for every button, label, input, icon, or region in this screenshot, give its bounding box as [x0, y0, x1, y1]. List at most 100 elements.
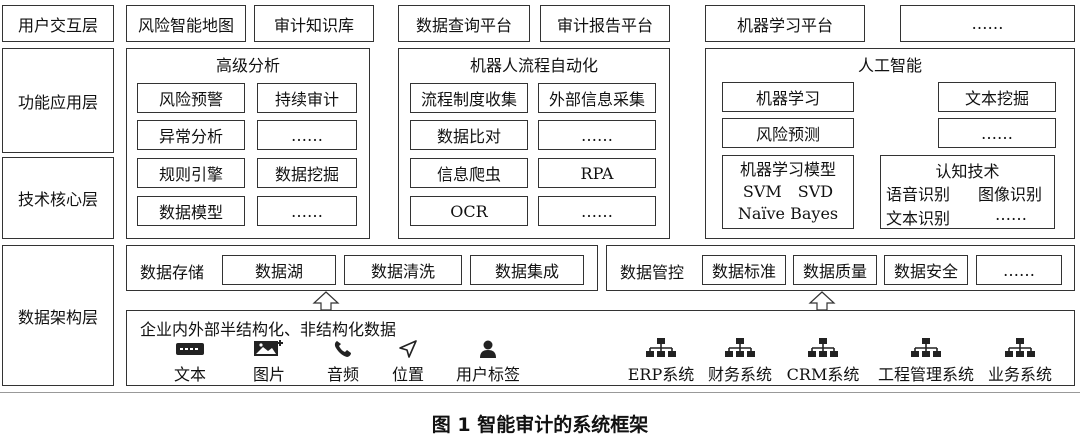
ai-panel	[705, 48, 1075, 239]
layer-data-label: 数据架构层	[17, 307, 98, 327]
ai-cognitive-ellipsis: ……	[995, 205, 1027, 224]
rpa-process-collection: 流程制度收集	[410, 83, 528, 113]
adv-data-mining-label: 数据挖掘	[274, 165, 339, 184]
ai-ellipsis-label: ……	[981, 123, 1013, 143]
user-tag-icon	[480, 340, 496, 358]
top-ellipsis-label: ……	[971, 14, 1004, 33]
adv-risk-warning: 风险预警	[137, 83, 245, 113]
data-storage-panel	[126, 245, 598, 291]
rpa-data-comparison: 数据比对	[410, 120, 528, 150]
storage-data-lake-label: 数据湖	[254, 262, 303, 281]
erp-org-icon	[646, 338, 676, 357]
rpa-ellipsis-2: ……	[538, 196, 656, 226]
ai-cognitive-text: 文本识别	[886, 209, 951, 228]
ai-ml-model: 机器学习模型 SVM SVD Naïve Bayes	[722, 155, 854, 229]
business-org-icon	[1005, 338, 1035, 357]
rpa-data-comparison-label: 数据比对	[436, 127, 501, 146]
media-text-label: 文本	[173, 365, 206, 384]
rpa-process-collection-label: 流程制度收集	[420, 90, 517, 109]
rpa-external-collection: 外部信息采集	[538, 83, 656, 113]
top-knowledge-base: 审计知识库	[254, 5, 374, 42]
ai-risk-prediction-label: 风险预测	[755, 125, 820, 144]
top-query-platform-label: 数据查询平台	[415, 15, 512, 35]
media-picture-label: 图片	[252, 365, 285, 384]
adv-data-mining: 数据挖掘	[257, 158, 357, 188]
adv-rule-engine-label: 规则引擎	[158, 165, 223, 184]
storage-data-integration: 数据集成	[470, 255, 584, 285]
arrow-up-left-icon	[312, 291, 340, 311]
ai-risk-prediction: 风险预测	[722, 118, 854, 148]
ai-ellipsis: ……	[938, 118, 1056, 148]
adv-data-model: 数据模型	[137, 196, 245, 226]
ai-title: 人工智能	[857, 56, 922, 75]
system-crm-label: CRM系统	[786, 365, 860, 384]
storage-data-lake: 数据湖	[222, 255, 336, 285]
rpa-external-collection-label: 外部信息采集	[548, 90, 645, 109]
rpa-ellipsis-1-label: ……	[581, 125, 613, 145]
top-query-platform: 数据查询平台	[398, 5, 530, 42]
ai-machine-learning-label: 机器学习	[755, 89, 820, 108]
adv-continuous-audit-label: 持续审计	[274, 90, 339, 109]
rpa-ellipsis-1: ……	[538, 120, 656, 150]
gov-data-security: 数据安全	[884, 255, 968, 285]
adv-risk-warning-label: 风险预警	[158, 90, 223, 109]
data-sources-title: 企业内外部半结构化、非结构化数据	[140, 320, 397, 339]
adv-data-model-label: 数据模型	[158, 203, 223, 222]
rpa-rpa-label: RPA	[580, 163, 614, 183]
media-location-label: 位置	[391, 365, 424, 384]
diagram-bottom-rule	[0, 392, 1080, 393]
media-audio-label: 音频	[326, 365, 359, 384]
rpa-crawler-label: 信息爬虫	[436, 165, 501, 184]
gov-ellipsis-label: ……	[1003, 260, 1035, 280]
text-icon	[176, 343, 204, 355]
ai-text-mining: 文本挖掘	[938, 82, 1056, 112]
rpa-ellipsis-2-label: ……	[581, 201, 613, 221]
system-engineering-label: 工程管理系统	[877, 365, 974, 384]
advanced-analytics-title: 高级分析	[215, 56, 280, 75]
gov-data-quality-label: 数据质量	[802, 262, 867, 281]
layer-data: 数据架构层	[2, 245, 114, 386]
data-storage-label: 数据存储	[140, 263, 205, 282]
top-ml-platform-label: 机器学习平台	[736, 15, 833, 35]
data-governance-panel	[606, 245, 1075, 291]
data-sources-panel	[126, 310, 1075, 386]
layer-function-label: 功能应用层	[17, 92, 98, 112]
ai-cognitive-image: 图像识别	[978, 185, 1043, 204]
layer-user-label: 用户交互层	[17, 15, 98, 35]
gov-data-security-label: 数据安全	[893, 262, 958, 281]
adv-rule-engine: 规则引擎	[137, 158, 245, 188]
rpa-panel	[398, 48, 670, 239]
arrow-up-right-icon	[808, 291, 836, 311]
picture-icon	[254, 340, 283, 356]
ai-ml-model-line3: Naïve Bayes	[737, 204, 839, 223]
gov-ellipsis: ……	[976, 255, 1062, 285]
ai-ml-model-line2: SVM SVD	[742, 182, 834, 201]
top-risk-map: 风险智能地图	[126, 5, 246, 42]
top-knowledge-base-label: 审计知识库	[273, 15, 354, 35]
gov-data-standard-label: 数据标准	[711, 262, 776, 281]
adv-ellipsis-1-label: ……	[291, 125, 323, 145]
storage-data-cleaning: 数据清洗	[344, 255, 462, 285]
top-ellipsis: ……	[900, 5, 1075, 42]
adv-anomaly-analysis: 异常分析	[137, 120, 245, 150]
system-business-label: 业务系统	[987, 365, 1052, 384]
ai-cognitive-tech	[880, 155, 1055, 229]
rpa-ocr-label: OCR	[450, 201, 488, 221]
top-report-platform-label: 审计报告平台	[556, 15, 653, 35]
storage-data-integration-label: 数据集成	[494, 262, 559, 281]
ai-text-mining-label: 文本挖掘	[964, 89, 1029, 108]
ai-ml-model-title: 机器学习模型	[739, 160, 836, 179]
storage-data-cleaning-label: 数据清洗	[370, 262, 435, 281]
ai-machine-learning: 机器学习	[722, 82, 854, 112]
gov-data-standard: 数据标准	[702, 255, 786, 285]
adv-ellipsis-1: ……	[257, 120, 357, 150]
media-user-tag-label: 用户标签	[455, 365, 520, 384]
ai-cognitive-speech: 语音识别	[886, 185, 951, 204]
rpa-crawler: 信息爬虫	[410, 158, 528, 188]
figure-caption: 图 1 智能审计的系统框架	[431, 414, 649, 436]
rpa-title: 机器人流程自动化	[469, 56, 598, 75]
layer-tech-label: 技术核心层	[17, 190, 98, 209]
data-governance-label: 数据管控	[620, 263, 685, 282]
rpa-rpa: RPA	[538, 158, 656, 188]
layer-user: 用户交互层	[2, 5, 114, 42]
